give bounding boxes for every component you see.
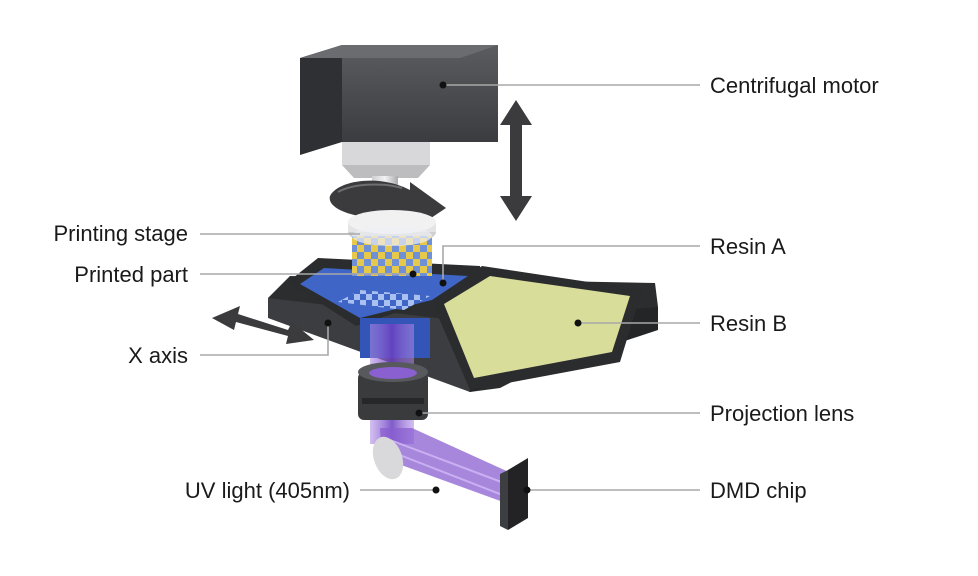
x-axis-arrow-icon: [212, 306, 314, 344]
label-printing-stage: Printing stage: [53, 221, 188, 246]
dmd-marker-dot: [523, 486, 531, 494]
resin-b-marker-dot: [574, 319, 582, 327]
label-dmd-chip: DMD chip: [710, 478, 807, 503]
dmd-chip: [500, 458, 528, 530]
uv-marker-dot: [432, 486, 440, 494]
label-uv-light: UV light (405nm): [185, 478, 350, 503]
label-projection-lens: Projection lens: [710, 401, 854, 426]
printed-part: [352, 226, 432, 276]
lens-marker-dot: [415, 409, 423, 417]
motor-marker-dot: [439, 81, 447, 89]
x-axis-marker-dot: [324, 319, 332, 327]
label-resin-a: Resin A: [710, 234, 786, 259]
leader-lines: [200, 84, 700, 491]
projection-lens: [358, 362, 428, 420]
part-marker-dot: [409, 270, 417, 278]
mirror: [372, 436, 404, 480]
label-printed-part: Printed part: [74, 262, 188, 287]
resin-tray: [268, 258, 658, 392]
label-x-axis: X axis: [128, 343, 188, 368]
vertical-motion-arrow-icon: [500, 100, 532, 221]
centrifugal-motor: [300, 45, 498, 178]
label-resin-b: Resin B: [710, 311, 787, 336]
label-centrifugal-motor: Centrifugal motor: [710, 73, 879, 98]
resin-a-marker-dot: [439, 279, 447, 287]
